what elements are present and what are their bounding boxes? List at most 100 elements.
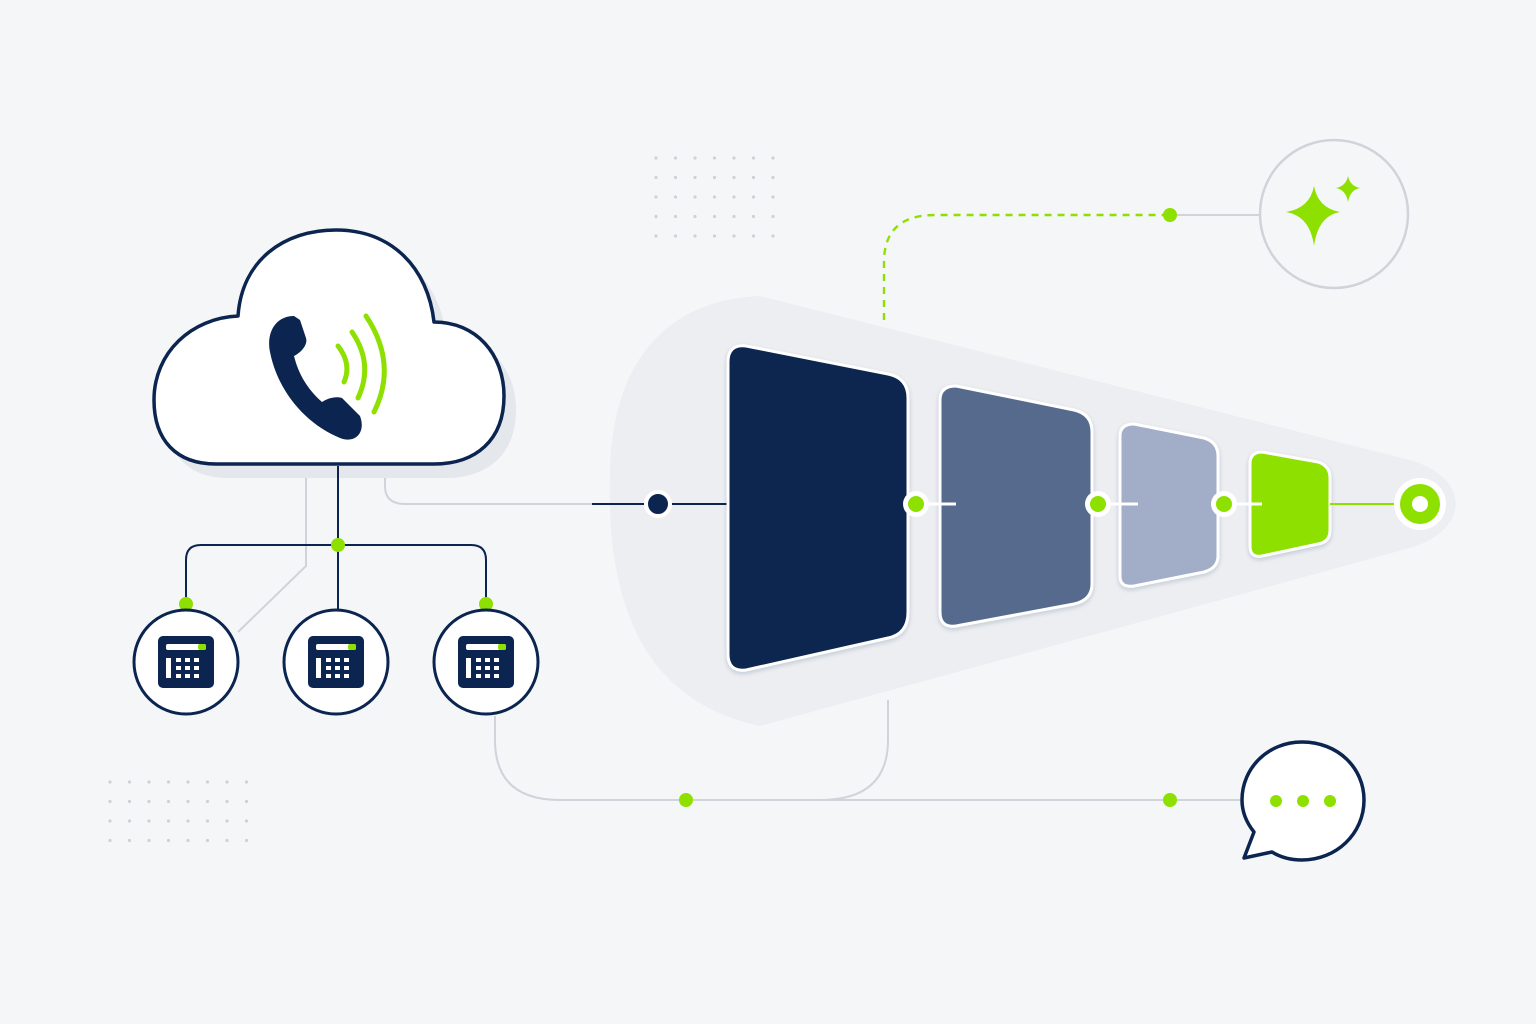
desk-phone-key: [185, 658, 190, 662]
grid-dot: [166, 780, 171, 784]
cloud-to-desk-phones-connector: [185, 466, 487, 610]
grid-dot: [166, 799, 171, 804]
desk-phone-key: [335, 666, 340, 670]
grid-dot: [186, 799, 190, 804]
desk-phone-handset: [466, 658, 471, 678]
grid-dot: [147, 819, 151, 823]
desk-phone-key: [185, 666, 190, 670]
grid-dot: [771, 156, 775, 160]
grid-dot: [693, 234, 697, 238]
grid-dot: [673, 234, 678, 238]
desk-phone-icon: [432, 608, 540, 716]
grid-dot: [127, 799, 132, 804]
grid-dot: [712, 175, 717, 180]
grid-dot: [127, 838, 132, 843]
desk-phone-handset: [316, 658, 321, 678]
desk-phone-key: [194, 658, 199, 662]
grid-dot: [147, 780, 151, 784]
desk-phone-key: [176, 666, 181, 670]
grid-dot: [108, 799, 112, 804]
grid-dot: [108, 780, 112, 784]
desk-phone-screen: [166, 644, 206, 650]
chat-bubble-icon: [1240, 740, 1366, 862]
desk-phone-key: [476, 658, 481, 662]
desk-phone-led: [198, 644, 206, 650]
desk-phone-key: [176, 658, 181, 662]
dot-grid-decoration: [654, 156, 775, 238]
grid-dot: [225, 799, 229, 804]
grid-dot: [751, 195, 756, 199]
grid-dot: [244, 819, 249, 823]
grid-dot: [732, 214, 736, 219]
grid-dot: [771, 175, 775, 180]
grid-dot: [205, 838, 210, 843]
sparkle-badge: [1258, 138, 1410, 290]
grid-dot: [771, 195, 775, 199]
desk-phone-key: [335, 658, 340, 662]
signal-waves-icon: [335, 313, 387, 415]
grid-dot: [108, 838, 112, 843]
desk-phone-icon: [132, 608, 240, 716]
grid-dot: [712, 234, 717, 238]
funnel-stage-4: [1248, 450, 1332, 558]
grid-dot: [732, 234, 736, 238]
lime-dashed-connector: [882, 213, 1170, 320]
grid-dot: [673, 175, 678, 180]
grid-dot: [751, 234, 756, 238]
desk-phone-led: [348, 644, 356, 650]
cloud-to-desk-phone-connector: [237, 466, 307, 633]
funnel-stage-3: [1118, 422, 1220, 588]
grid-dot: [673, 156, 678, 160]
stage-nodes: [903, 491, 1237, 517]
grid-dot: [186, 819, 190, 823]
desk-phone-key: [326, 674, 331, 678]
grid-dot: [186, 780, 190, 784]
grid-dot: [751, 175, 756, 180]
grid-dot: [166, 838, 171, 843]
desk-phone-key: [194, 674, 199, 678]
desk-phone-key: [494, 666, 499, 670]
grid-dot: [147, 799, 151, 804]
junction-node: [479, 597, 493, 611]
grid-dot: [751, 156, 756, 160]
dot-grid-decoration: [108, 780, 249, 843]
grid-dot: [244, 838, 249, 843]
desk-phone-key: [485, 674, 490, 678]
grid-dot: [225, 819, 229, 823]
grid-dot: [693, 156, 697, 160]
grid-dot: [771, 214, 775, 219]
desk-phone-key: [494, 658, 499, 662]
grid-dot: [693, 195, 697, 199]
desk-phone-screen: [466, 644, 506, 650]
sparkle-connector-node: [1163, 208, 1177, 222]
desk-phone-key: [176, 674, 181, 678]
grid-dot: [732, 156, 736, 160]
grid-dot: [654, 175, 658, 180]
target-ring-icon: [1394, 478, 1446, 530]
desk-phone-key: [344, 666, 349, 670]
grid-dot: [225, 780, 229, 784]
desk-phone-key: [194, 666, 199, 670]
grid-dot: [654, 234, 658, 238]
grid-dot: [673, 195, 678, 199]
grid-dot: [712, 156, 717, 160]
grid-dot: [693, 214, 697, 219]
grid-dot: [205, 780, 210, 784]
grid-dot: [127, 780, 132, 784]
grid-dot: [712, 214, 717, 219]
grid-dot: [244, 780, 249, 784]
grid-dot: [654, 156, 658, 160]
cloud-icon: [152, 228, 516, 478]
desk-phone-key: [344, 674, 349, 678]
funnel-stage-1: [726, 344, 910, 672]
junction-node: [331, 538, 345, 552]
grid-dot: [732, 175, 736, 180]
desk-phone-key: [326, 658, 331, 662]
desk-phone-key: [185, 674, 190, 678]
desk-phone-group: [132, 608, 540, 716]
grid-dot: [751, 214, 756, 219]
cloud-to-funnel-connector: [384, 466, 640, 505]
grid-dot: [654, 195, 658, 199]
bottom-connector: [494, 716, 1240, 801]
